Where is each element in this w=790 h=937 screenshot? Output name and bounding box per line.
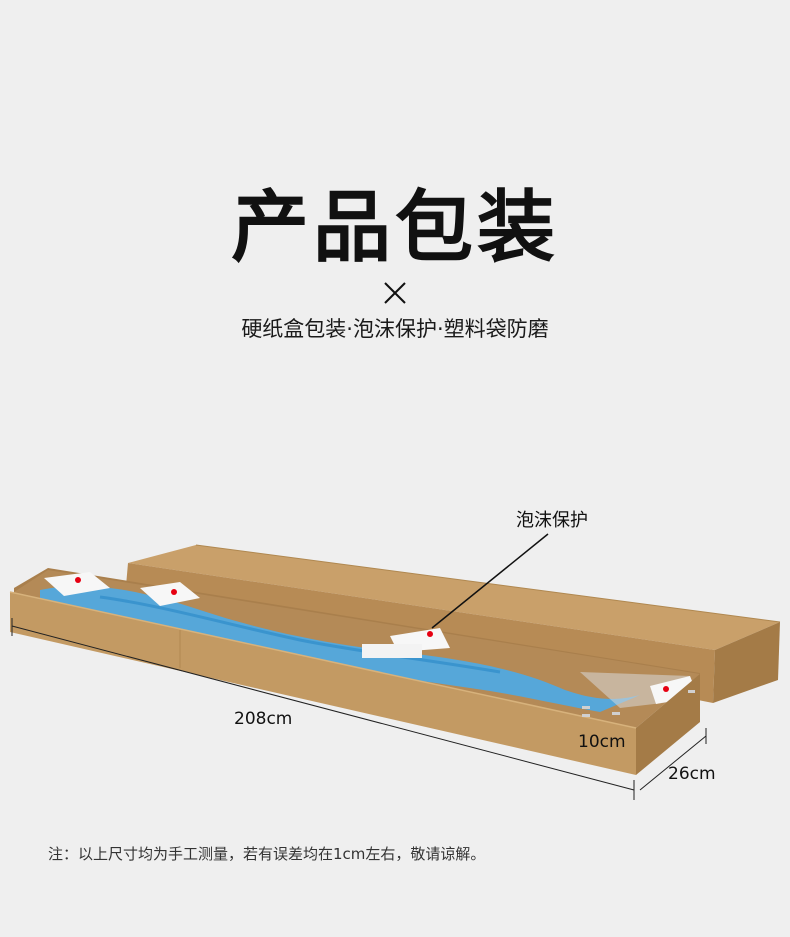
- box-lid-top: [128, 545, 780, 650]
- page-subtitle: 硬纸盒包装·泡沫保护·塑料袋防磨: [241, 317, 549, 341]
- package-illustration: [9, 533, 781, 800]
- box-lid-end: [713, 622, 780, 703]
- foam-block-front: [362, 644, 422, 658]
- blue-plastic-bag: [40, 586, 640, 712]
- foam-callout-label: 泡沫保护: [516, 510, 588, 531]
- marker-dot: [171, 589, 177, 595]
- length-dimension-line: [11, 625, 635, 791]
- length-label: 208cm: [234, 709, 293, 729]
- marker-dot: [75, 577, 81, 583]
- marker-dot: [663, 686, 669, 692]
- width-label: 26cm: [668, 764, 716, 784]
- tray-end-wall: [636, 674, 700, 775]
- height-label: 10cm: [578, 732, 626, 752]
- marker-dot: [427, 631, 433, 637]
- foam-block-mid: [140, 582, 200, 606]
- foam-block-left: [44, 572, 110, 596]
- staple: [582, 714, 590, 717]
- width-dimension-line: [639, 735, 707, 791]
- staple: [582, 706, 590, 709]
- callout-line: [431, 533, 549, 629]
- staple: [612, 712, 620, 715]
- multiply-icon: [384, 282, 406, 304]
- tray-front-wall: [10, 592, 636, 775]
- staple: [688, 690, 695, 693]
- measurement-note: 注：以上尺寸均为手工测量，若有误差均在1cm左右，敬请谅解。: [48, 845, 486, 863]
- page-title: 产品包装: [230, 183, 559, 273]
